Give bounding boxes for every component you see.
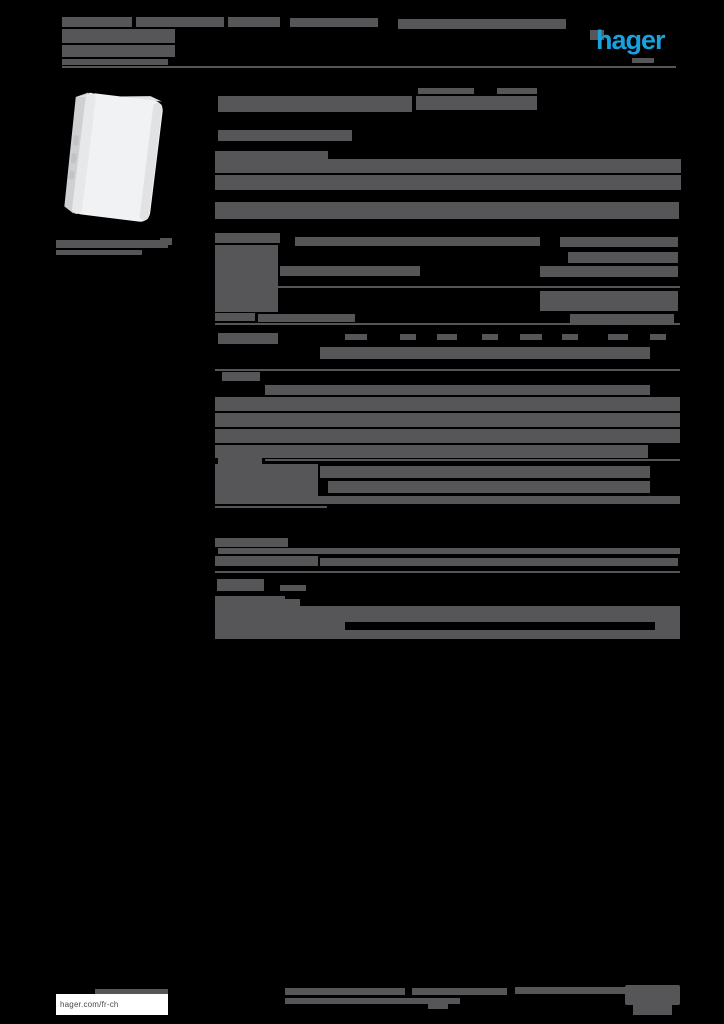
redacted-text-bar xyxy=(295,237,540,246)
redacted-text-bar xyxy=(398,19,566,29)
redacted-text-bar xyxy=(62,17,132,27)
redacted-text-bar xyxy=(608,334,628,340)
redacted-text-bar xyxy=(136,17,224,27)
redacted-text-bar xyxy=(218,96,412,112)
redacted-text-bar xyxy=(590,30,604,40)
redacted-text-bar xyxy=(655,622,680,630)
redacted-text-bar xyxy=(215,496,680,504)
redacted-text-bar xyxy=(632,58,654,63)
redacted-text-bar xyxy=(437,334,457,340)
redacted-text-bar xyxy=(215,622,345,630)
redacted-text-bar xyxy=(560,237,678,247)
redacted-text-bar xyxy=(215,538,288,547)
redacted-text-bar xyxy=(215,630,680,639)
redacted-text-bar xyxy=(345,334,367,340)
redacted-text-bar xyxy=(570,314,674,323)
redacted-text-bar xyxy=(540,266,678,277)
redacted-text-bar xyxy=(215,429,680,443)
redacted-text-bar xyxy=(218,548,680,554)
website-link[interactable]: hager.com/fr-ch xyxy=(60,1000,119,1009)
redacted-text-bar xyxy=(265,385,650,395)
redacted-text-bar xyxy=(320,558,678,566)
redacted-text-bar xyxy=(320,466,650,478)
redacted-text-bar xyxy=(258,314,355,322)
redacted-text-bar xyxy=(215,445,648,458)
separator-line xyxy=(215,506,327,508)
separator-line xyxy=(265,459,680,461)
redacted-text-bar xyxy=(56,240,168,248)
page-marker-icon xyxy=(633,1005,672,1015)
redacted-text-bar xyxy=(290,18,378,27)
redacted-text-bar xyxy=(482,334,498,340)
redacted-text-bar xyxy=(400,334,416,340)
redacted-text-bar xyxy=(56,250,142,255)
redacted-text-bar xyxy=(215,175,681,190)
redacted-text-bar xyxy=(280,266,420,276)
redacted-text-bar xyxy=(218,333,278,344)
redacted-text-bar xyxy=(215,202,679,219)
redacted-text-bar xyxy=(562,334,578,340)
redacted-text-bar xyxy=(540,291,678,311)
redacted-text-bar xyxy=(412,988,507,995)
redacted-text-bar xyxy=(215,413,680,427)
redacted-text-bar xyxy=(282,599,300,606)
redacted-text-bar xyxy=(285,988,405,995)
redacted-text-bar xyxy=(62,29,175,43)
product-photo xyxy=(64,92,163,222)
redacted-text-bar xyxy=(215,397,680,411)
redacted-text-bar xyxy=(160,238,172,245)
redacted-text-bar xyxy=(215,151,328,159)
redacted-text-bar xyxy=(228,17,280,27)
redacted-text-bar xyxy=(217,579,264,591)
separator-line xyxy=(215,571,680,573)
page-marker-icon xyxy=(625,985,680,1005)
redacted-text-bar xyxy=(328,481,650,493)
redacted-text-bar xyxy=(215,159,681,173)
redacted-text-bar xyxy=(285,998,460,1004)
redacted-text-bar xyxy=(222,372,260,381)
redacted-text-bar xyxy=(215,233,280,243)
redacted-text-bar xyxy=(215,606,680,622)
redacted-text-bar xyxy=(62,45,175,57)
redacted-text-bar xyxy=(218,456,262,464)
separator-line xyxy=(62,66,676,68)
redacted-text-bar xyxy=(428,1004,448,1009)
redacted-text-bar xyxy=(215,596,285,607)
redacted-text-bar xyxy=(568,252,678,263)
redacted-text-bar xyxy=(218,130,352,141)
redacted-text-bar xyxy=(520,334,542,340)
separator-line xyxy=(215,323,680,325)
redacted-text-bar xyxy=(215,556,318,566)
redacted-text-bar xyxy=(215,245,278,312)
redacted-text-bar xyxy=(497,88,537,94)
separator-line xyxy=(215,369,680,371)
redacted-text-bar xyxy=(416,96,537,110)
redacted-text-bar xyxy=(215,313,255,321)
redacted-text-bar xyxy=(95,989,168,994)
hager-logo: hager xyxy=(596,25,666,55)
redacted-text-bar xyxy=(515,987,627,994)
redacted-text-bar xyxy=(280,585,306,591)
redacted-text-bar xyxy=(62,59,168,65)
redacted-text-bar xyxy=(418,88,474,94)
redacted-text-bar xyxy=(320,347,650,359)
website-box: hager.com/fr-ch xyxy=(56,994,168,1015)
separator-line xyxy=(215,286,680,288)
redacted-text-bar xyxy=(650,334,666,340)
